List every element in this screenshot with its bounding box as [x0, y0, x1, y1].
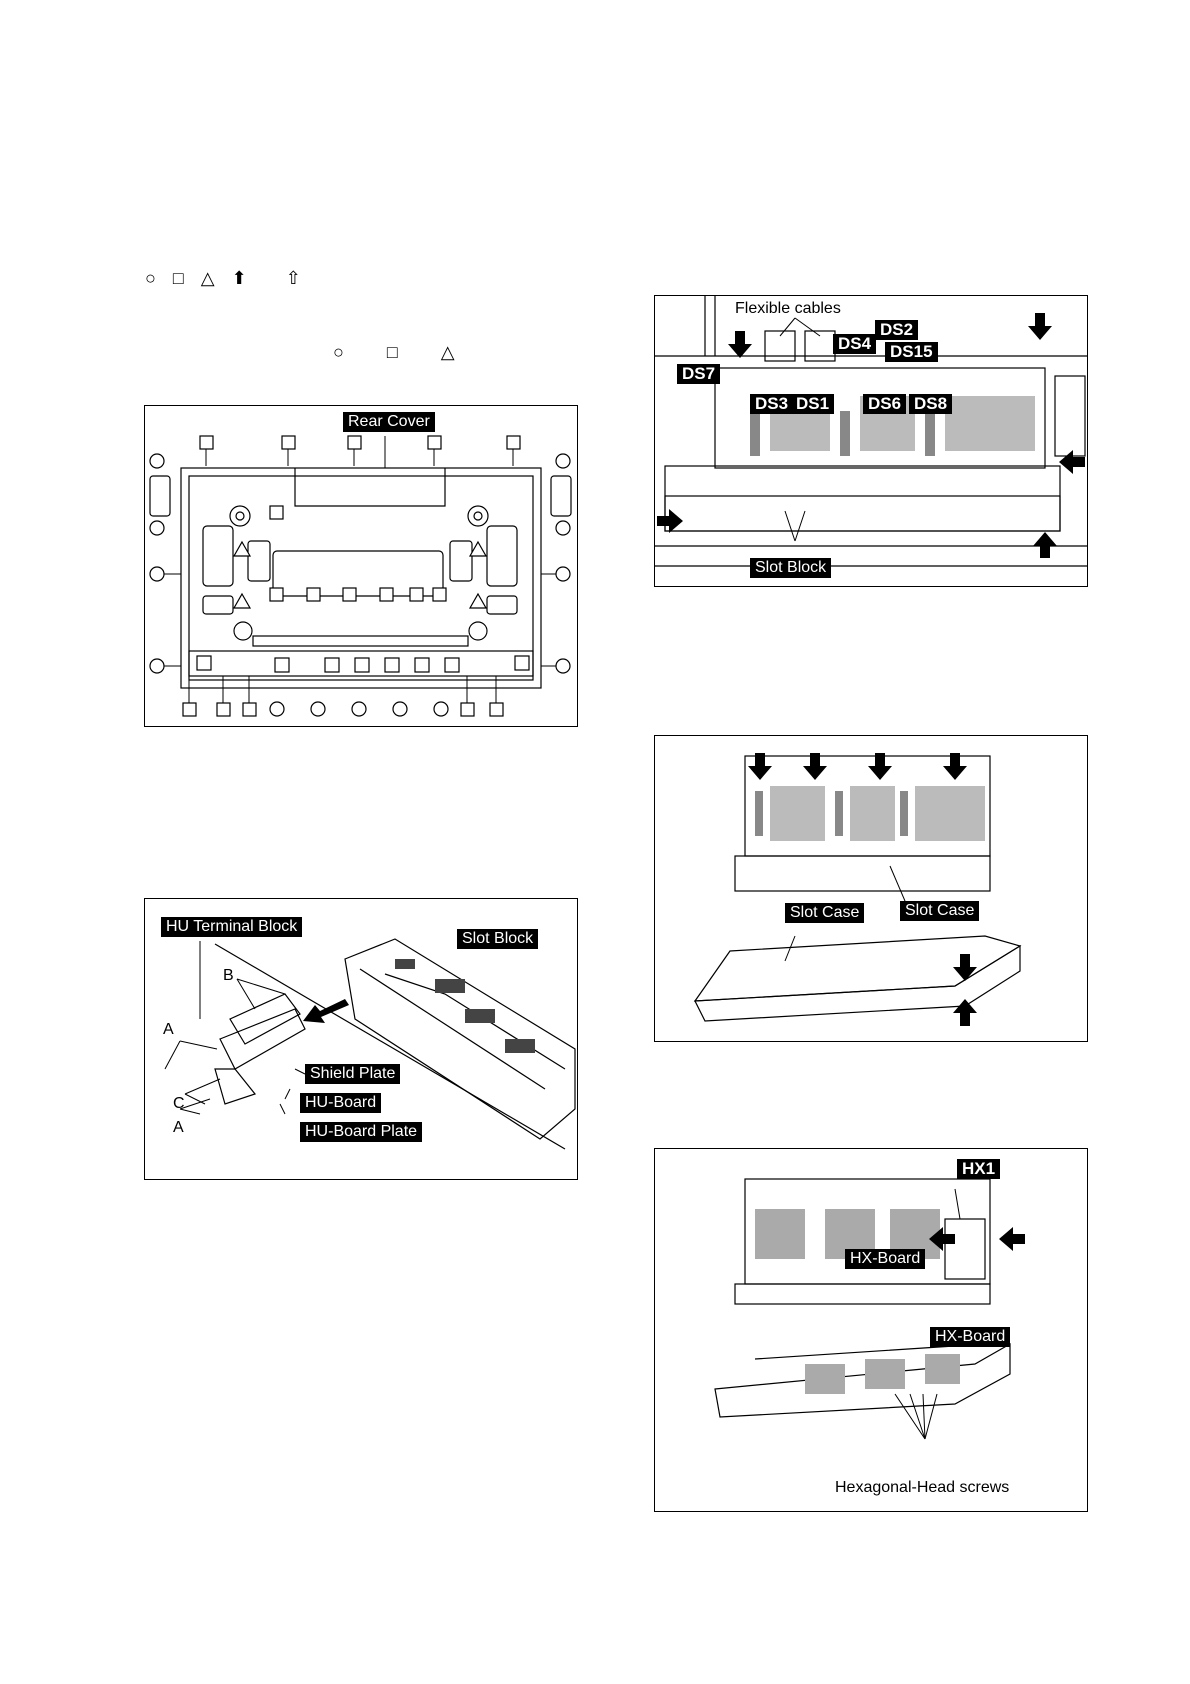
figure-slot-case: Slot Case Slot Case	[654, 735, 1088, 1042]
slot-block-label: Slot Block	[457, 929, 538, 949]
circle-screw-icon: ○	[145, 268, 162, 288]
screw-symbol-line: ○ □ △	[333, 342, 455, 363]
hu-board-plate-label: HU-Board Plate	[300, 1122, 422, 1142]
ds15-label: DS15	[885, 342, 938, 362]
hollow-arrow-icon: ⇧	[286, 268, 307, 288]
figure-hx-board: HX1 HX-Board HX-Board Hexagonal-Head scr…	[654, 1148, 1088, 1512]
slot-case-drawing	[655, 736, 1087, 1041]
figure-rear-cover: Rear Cover	[144, 405, 578, 727]
flexible-cables-label: Flexible cables	[735, 300, 841, 318]
letter-a-top: A	[163, 1021, 174, 1039]
ds6-label: DS6	[863, 394, 906, 414]
figure-flexible-cables: Flexible cables DS7 DS3 DS1 DS4 DS2 DS15…	[654, 295, 1088, 587]
ds8-label: DS8	[909, 394, 952, 414]
ds1-label: DS1	[791, 394, 834, 414]
hu-board-label: HU-Board	[300, 1093, 381, 1113]
hx-board-drawing	[655, 1149, 1087, 1511]
triangle-screw-icon: △	[201, 268, 221, 288]
rear-cover-drawing	[145, 406, 577, 726]
hx1-label: HX1	[957, 1159, 1000, 1179]
ds7-label: DS7	[677, 364, 720, 384]
square-screw-icon: □	[173, 268, 190, 288]
slot-block-label: Slot Block	[750, 558, 831, 578]
letter-b: B	[223, 967, 234, 985]
figure-hu-terminal-block: HU Terminal Block Slot Block Shield Plat…	[144, 898, 578, 1180]
hx-board-bottom-label: HX-Board	[930, 1327, 1010, 1347]
letter-a-bottom: A	[173, 1119, 184, 1137]
ds2-label: DS2	[875, 320, 918, 340]
triangle-screw-icon: △	[441, 342, 455, 362]
slot-case-left-label: Slot Case	[785, 903, 864, 923]
hex-screws-label: Hexagonal-Head screws	[835, 1479, 1009, 1497]
letter-c: C	[173, 1095, 185, 1113]
circle-screw-icon: ○	[333, 342, 344, 362]
symbol-legend: ○ □ △ ⬆ ⇧	[145, 268, 307, 289]
slot-case-right-label: Slot Case	[900, 901, 979, 921]
solid-arrow-icon: ⬆	[232, 268, 253, 288]
hx-board-top-label: HX-Board	[845, 1249, 925, 1269]
ds4-label: DS4	[833, 334, 876, 354]
rear-cover-label: Rear Cover	[343, 412, 435, 432]
hu-terminal-block-label: HU Terminal Block	[161, 917, 302, 937]
ds3-label: DS3	[750, 394, 793, 414]
square-screw-icon: □	[387, 342, 398, 362]
shield-plate-label: Shield Plate	[305, 1064, 400, 1084]
